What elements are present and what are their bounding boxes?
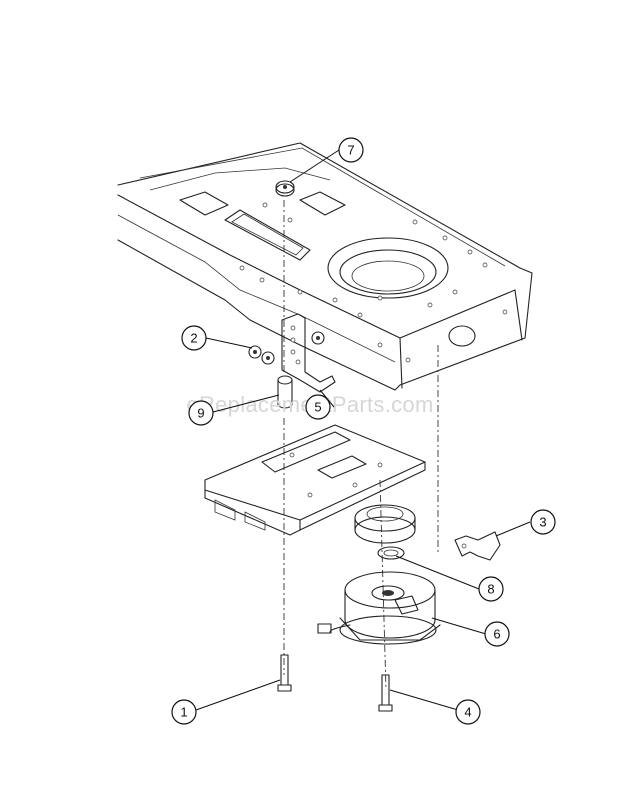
svg-text:2: 2 bbox=[190, 331, 197, 346]
clip-bracket-part bbox=[454, 531, 501, 561]
callout-2: 2 bbox=[181, 325, 207, 351]
long-bolt-part bbox=[277, 654, 292, 692]
svg-text:1: 1 bbox=[180, 705, 187, 720]
callout-9: 9 bbox=[188, 400, 214, 426]
callout-6: 6 bbox=[484, 621, 510, 647]
callout-1: 1 bbox=[171, 699, 197, 725]
lower-plate bbox=[204, 424, 426, 536]
svg-text:9: 9 bbox=[197, 406, 204, 421]
frame-assembly bbox=[117, 142, 533, 391]
callout-7: 7 bbox=[338, 137, 364, 163]
callout-8: 8 bbox=[478, 576, 504, 602]
nut-part bbox=[275, 180, 295, 197]
callout-5: 5 bbox=[305, 394, 331, 420]
callout-3: 3 bbox=[530, 509, 556, 535]
svg-text:3: 3 bbox=[539, 515, 546, 530]
bolt-pair-part bbox=[248, 331, 325, 365]
svg-text:4: 4 bbox=[464, 705, 471, 720]
spacer-part bbox=[277, 375, 293, 409]
bracket-part bbox=[281, 313, 336, 393]
svg-text:8: 8 bbox=[487, 582, 494, 597]
leader-lines bbox=[195, 149, 531, 711]
clutch-part bbox=[317, 571, 441, 645]
callout-4: 4 bbox=[455, 699, 481, 725]
pulley-part bbox=[354, 504, 416, 560]
svg-text:6: 6 bbox=[493, 627, 500, 642]
svg-text:7: 7 bbox=[347, 143, 354, 158]
clutch-bolt-part bbox=[378, 674, 393, 712]
svg-text:5: 5 bbox=[314, 400, 321, 415]
assembly-center-lines bbox=[283, 200, 439, 691]
